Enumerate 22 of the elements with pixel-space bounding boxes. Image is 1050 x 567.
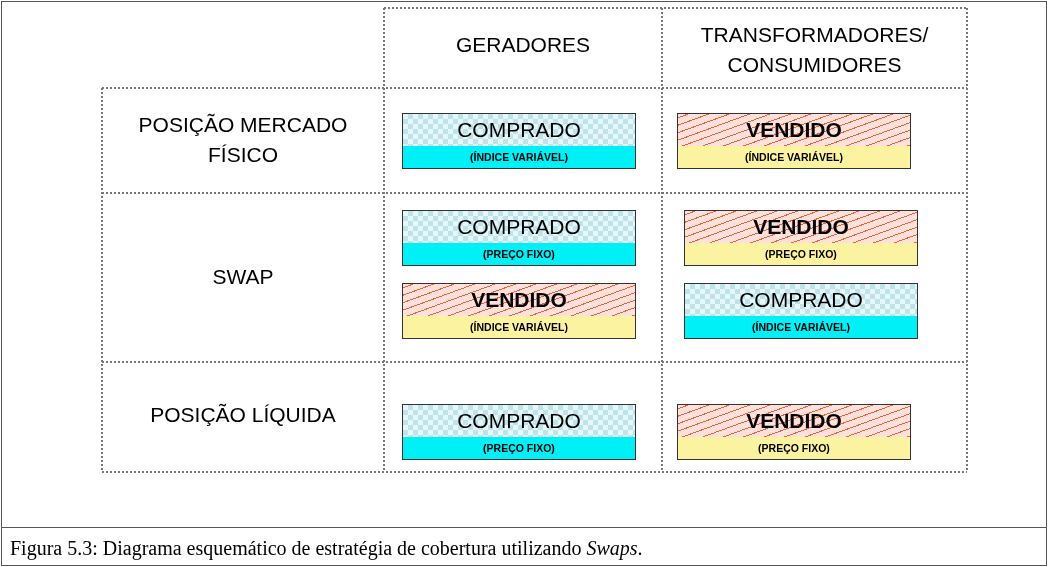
column-header: GERADORES xyxy=(454,32,592,58)
index-label: (PREÇO FIXO) xyxy=(403,243,635,265)
index-label: (PREÇO FIXO) xyxy=(685,243,917,265)
position-label: COMPRADO xyxy=(403,405,635,437)
bought-position-box xyxy=(402,113,636,169)
index-label: (ÍNDICE VARIÁVEL) xyxy=(678,146,910,168)
bought-position-box xyxy=(402,210,636,266)
row-header: SWAP xyxy=(211,264,275,290)
figure-caption: Figura 5.3: Diagrama esquemático de estratégia de cobertura utilizando Swaps. xyxy=(1,527,1047,566)
index-label: (ÍNDICE VARIÁVEL) xyxy=(685,316,917,338)
position-label: COMPRADO xyxy=(685,284,917,316)
position-label: COMPRADO xyxy=(403,114,635,146)
bought-position-box xyxy=(402,404,636,460)
index-label: (PREÇO FIXO) xyxy=(403,437,635,459)
index-label: (ÍNDICE VARIÁVEL) xyxy=(403,316,635,338)
row-header: POSIÇÃO LÍQUIDA xyxy=(149,402,337,428)
index-label: (PREÇO FIXO) xyxy=(678,437,910,459)
column-header: TRANSFORMADORES/ CONSUMIDORES xyxy=(699,22,930,78)
position-label: COMPRADO xyxy=(403,211,635,243)
row-header: POSIÇÃO MERCADO FÍSICO xyxy=(137,112,349,168)
index-label: (ÍNDICE VARIÁVEL) xyxy=(403,146,635,168)
bought-position-box xyxy=(684,283,918,339)
